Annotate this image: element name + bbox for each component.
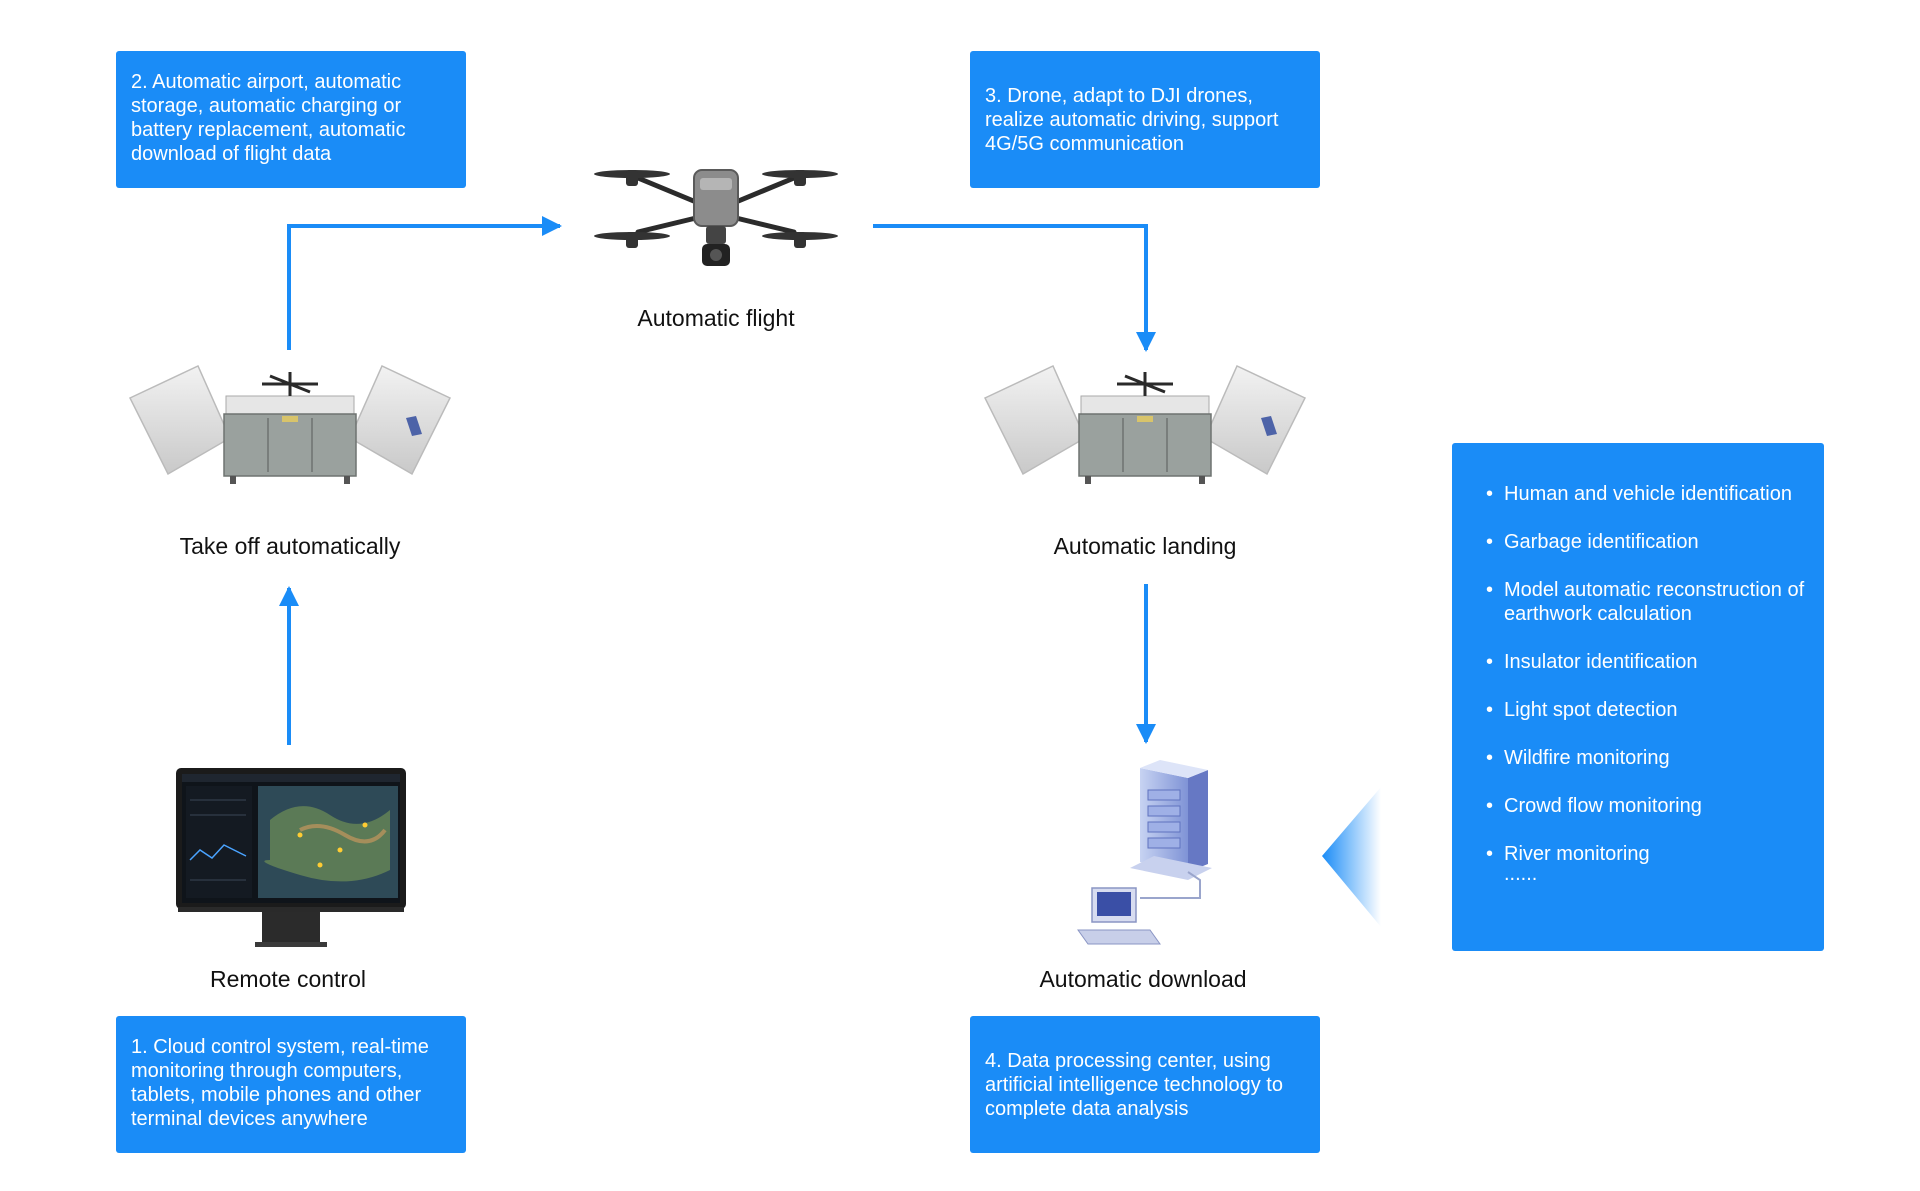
flow-arrows (279, 216, 1156, 745)
features-box: Human and vehicle identification Garbage… (1452, 443, 1824, 951)
step3-box: 3. Drone, adapt to DJI drones, realize a… (970, 51, 1320, 188)
feature-item: River monitoring (1486, 842, 1809, 866)
label-automatic-download: Automatic download (1039, 966, 1247, 992)
step4-box: 4. Data processing center, using artific… (970, 1016, 1320, 1153)
feature-item: Wildfire monitoring (1486, 746, 1809, 770)
label-automatic-landing: Automatic landing (1053, 533, 1237, 559)
label-automatic-flight: Automatic flight (637, 305, 795, 331)
arrow-takeoff-to-flight (287, 216, 562, 350)
pointer-triangle-icon (1322, 787, 1381, 927)
label-take-off: Take off automatically (179, 533, 401, 559)
step2-text: 2. Automatic airport, automatic storage,… (131, 71, 406, 165)
step1-text: 1. Cloud control system, real-time monit… (131, 1036, 429, 1130)
feature-item: Crowd flow monitoring (1486, 794, 1809, 818)
feature-list: Human and vehicle identification Garbage… (1486, 482, 1809, 866)
step4-text: 4. Data processing center, using artific… (985, 1050, 1283, 1120)
step1-box: 1. Cloud control system, real-time monit… (116, 1016, 466, 1153)
feature-item: Model automatic reconstruction of earthw… (1486, 578, 1809, 626)
airport-station-icon (128, 364, 452, 484)
drone-icon (594, 169, 838, 266)
label-remote-control: Remote control (210, 966, 366, 992)
monitor-icon (176, 768, 406, 947)
feature-more: ...... (1504, 863, 1538, 885)
arrow-flight-to-landing (873, 224, 1156, 352)
airport-station-icon (983, 364, 1307, 484)
step3-text: 3. Drone, adapt to DJI drones, realize a… (985, 85, 1279, 155)
server-computer-icon (1077, 760, 1212, 945)
feature-item: Garbage identification (1486, 530, 1809, 554)
feature-item: Light spot detection (1486, 698, 1809, 722)
step2-box: 2. Automatic airport, automatic storage,… (116, 51, 466, 188)
feature-item: Human and vehicle identification (1486, 482, 1809, 506)
feature-item: Insulator identification (1486, 650, 1809, 674)
